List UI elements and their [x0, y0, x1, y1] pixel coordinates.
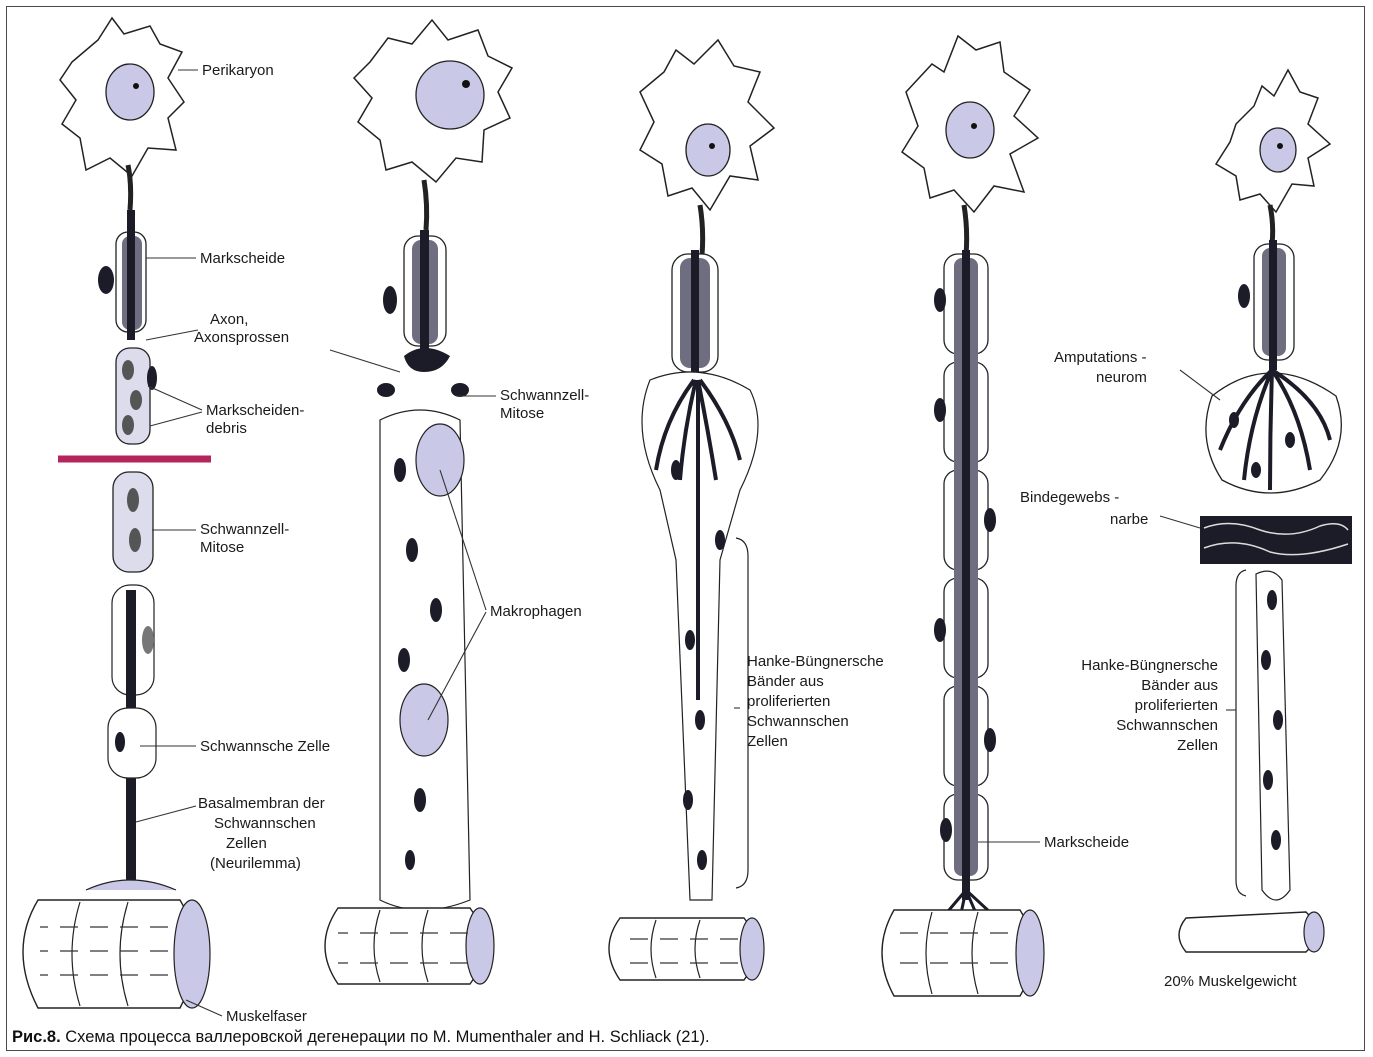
label-mitose-2: Mitose: [500, 405, 544, 422]
label-hanke-5: Zellen: [747, 733, 788, 750]
label-markscheide: Markscheide: [200, 250, 285, 267]
label-schwannschen: Schwannschen: [214, 815, 316, 832]
label-hanke-2: Bänder aus: [747, 673, 824, 690]
label-schwannzell-mitose-2: Schwannzell-: [500, 387, 589, 404]
label-narbe: narbe: [1110, 511, 1148, 528]
label-bindegewebs: Bindegewebs -: [1020, 489, 1119, 506]
label-hanke-1: Hanke-Büngnersche: [747, 653, 884, 670]
stage-5-neuron: [1179, 70, 1352, 952]
label-schwannzell-mitose-1: Schwannzell-: [200, 521, 289, 538]
nucleus: [946, 102, 994, 158]
label-hanke-3: proliferierten: [747, 693, 830, 710]
muscle-fiber: [1179, 912, 1316, 952]
label-axon: Axon,: [210, 311, 248, 328]
stage-2-neuron: [325, 20, 512, 984]
label-makrophagen: Makrophagen: [490, 603, 582, 620]
stage-4-neuron: [882, 36, 1044, 996]
label-muskelgewicht: 20% Muskelgewicht: [1164, 973, 1297, 990]
label-markscheide-2: Markscheide: [1044, 834, 1129, 851]
muscle-fiber: [325, 908, 484, 984]
nucleus: [106, 64, 154, 120]
label-neurom: neurom: [1096, 369, 1147, 386]
label-hanke2-1: Hanke-Büngnersche: [1081, 657, 1218, 674]
label-neurilemma: (Neurilemma): [210, 855, 301, 872]
label-perikaryon: Perikaryon: [202, 62, 274, 79]
nucleus: [686, 124, 730, 176]
label-basalmembran: Basalmembran der: [198, 795, 325, 812]
label-zellen: Zellen: [226, 835, 267, 852]
caption-prefix: Рис.8.: [12, 1028, 61, 1046]
label-hanke2-5: Zellen: [1177, 737, 1218, 754]
caption-text: Схема процесса валлеровской дегенерации …: [61, 1028, 710, 1046]
label-debris: debris: [206, 420, 247, 437]
figure-caption: Рис.8. Схема процесса валлеровской деген…: [12, 1028, 710, 1047]
label-hanke2-2: Bänder aus: [1141, 677, 1218, 694]
label-hanke2-3: proliferierten: [1135, 697, 1218, 714]
muscle-fiber: [609, 918, 756, 980]
nucleus: [416, 61, 484, 129]
label-hanke-4: Schwannschen: [747, 713, 849, 730]
label-muskelfaser: Muskelfaser: [226, 1008, 307, 1025]
muscle-fiber: [882, 910, 1033, 996]
label-mitose-1: Mitose: [200, 539, 244, 556]
label-markscheiden-debris: Markscheiden-: [206, 402, 304, 419]
label-axonsprossen: Axonsprossen: [194, 329, 289, 346]
label-hanke2-4: Schwannschen: [1116, 717, 1218, 734]
nucleus: [1260, 128, 1296, 172]
stage-3-neuron: [609, 40, 774, 980]
label-schwannsche-zelle: Schwannsche Zelle: [200, 738, 330, 755]
label-amputations: Amputations -: [1054, 349, 1147, 366]
stage-1-neuron: [23, 18, 211, 1008]
